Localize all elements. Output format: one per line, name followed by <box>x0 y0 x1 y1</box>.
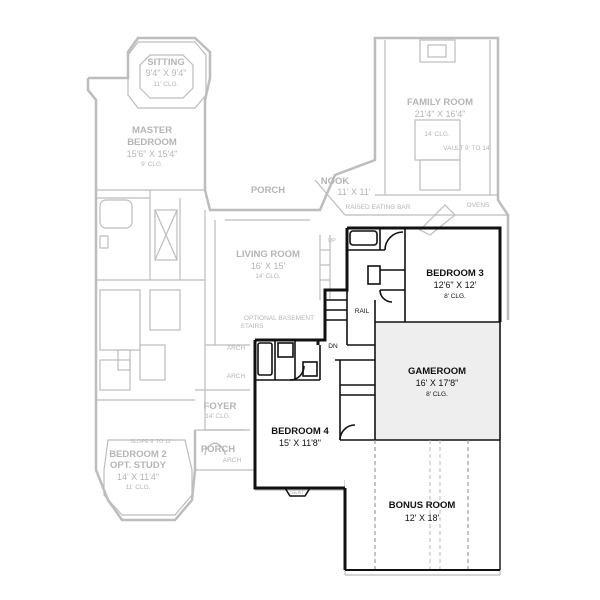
bonus-room-dims: 12' X 18' <box>405 513 440 523</box>
arch-label-1: ARCH <box>227 345 246 352</box>
master-bedroom-label: MASTER <box>132 125 172 136</box>
dn-label: DN <box>328 343 338 350</box>
porch-bottom-label: PORCH <box>201 444 235 455</box>
master-bedroom-label-2: BEDROOM <box>127 137 177 148</box>
family-room-label: FAMILY ROOM <box>407 97 473 108</box>
foyer-label: FOYER <box>204 401 237 412</box>
family-room-vault: VAULT 9' TO 14' <box>443 145 490 152</box>
up-label: UP <box>328 238 336 244</box>
sitting-label: SITTING <box>147 57 184 68</box>
bonus-room-area <box>345 440 500 570</box>
nook-dims: 11' X 11' <box>337 187 370 197</box>
bedroom2-clg: 11' CLG. <box>126 484 151 491</box>
bedroom2-label-2: OPT. STUDY <box>110 460 167 471</box>
bonus-room-label: BONUS ROOM <box>389 500 456 511</box>
slope-label: SLOPE 9' TO 11' <box>130 439 171 445</box>
basement-stairs-label-2: STAIRS <box>241 323 265 330</box>
bedroom3-label: BEDROOM 3 <box>426 268 484 279</box>
living-room-clg: 14' CLG. <box>255 273 281 280</box>
arch-label-2: ARCH <box>227 373 246 380</box>
master-bedroom-clg: 9' CLG. <box>141 161 163 168</box>
bedroom4-dims: 15' X 11'8" <box>279 438 321 448</box>
foyer-clg: 14' CLG. <box>205 413 231 420</box>
sitting-clg: 11' CLG. <box>154 81 179 88</box>
gameroom-clg: 8' CLG. <box>426 391 448 398</box>
rail-label: RAIL <box>355 308 370 315</box>
bedroom4-label: BEDROOM 4 <box>271 426 329 437</box>
bedroom2-label: BEDROOM 2 <box>109 449 167 460</box>
ovens-label: OVENS <box>467 202 490 209</box>
eating-bar-label: RAISED EATING BAR <box>346 204 411 211</box>
second-floor: BEDROOM 3 12'6" X 12' 8' CLG. GAMEROOM 1… <box>253 226 502 571</box>
nook-label: NOOK <box>321 176 350 187</box>
gameroom-area <box>375 322 500 440</box>
seat-label: SEAT <box>290 490 305 496</box>
living-room-label: LIVING ROOM <box>236 249 300 260</box>
family-room-clg: 14' CLG. <box>424 131 450 138</box>
bedroom3-dims: 12'6" X 12' <box>434 280 477 290</box>
sitting-dims: 9'4" X 9'4" <box>146 68 187 78</box>
living-room-dims: 16' X 15' <box>251 261 286 271</box>
family-room-dims: 21'4" X 16'4" <box>415 109 466 119</box>
arch-label-3: ARCH <box>223 457 242 464</box>
gameroom-label: GAMEROOM <box>408 366 466 377</box>
bedroom3-clg: 8' CLG. <box>444 293 466 300</box>
bedroom2-dims: 14' X 11'4" <box>117 472 159 482</box>
master-bedroom-dims: 15'6" X 15'4" <box>127 149 178 159</box>
gameroom-dims: 16' X 17'8" <box>416 378 459 388</box>
first-floor-underlay: SITTING 9'4" X 9'4" 11' CLG. MASTER BEDR… <box>86 36 510 576</box>
basement-stairs-label: OPTIONAL BASEMENT <box>244 315 314 322</box>
porch-top-label: PORCH <box>251 185 285 196</box>
